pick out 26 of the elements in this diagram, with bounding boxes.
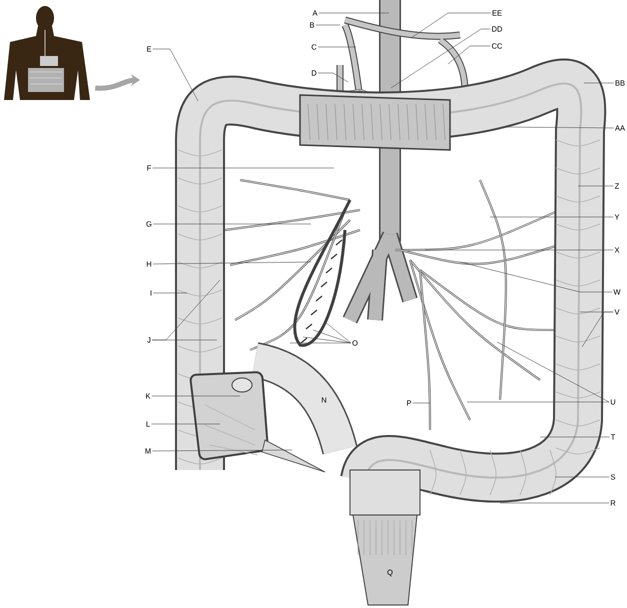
leader-line [412, 402, 430, 404]
leader-line [448, 46, 491, 64]
leader-line [390, 28, 491, 88]
human-torso-drawing [4, 6, 90, 100]
leader-line [290, 342, 352, 344]
leader-line [152, 48, 198, 102]
leader-line [152, 450, 292, 452]
leader-line [506, 126, 614, 128]
leader-line [318, 12, 390, 14]
leader-line [540, 436, 610, 438]
leader-line [490, 216, 614, 218]
leader-line [312, 330, 352, 344]
leader-line [315, 24, 340, 26]
leader-line [584, 82, 614, 84]
leader-line [496, 342, 610, 402]
leader-line [318, 72, 348, 82]
leader-line [302, 336, 352, 344]
leader-line [410, 12, 492, 38]
leader-line [318, 46, 356, 48]
leader-line [153, 292, 188, 294]
leader-line [324, 320, 352, 344]
leader-line [152, 262, 312, 264]
leader-line [554, 476, 610, 478]
leader-line [582, 312, 614, 348]
leader-line [500, 502, 610, 504]
leader-line [460, 262, 612, 292]
